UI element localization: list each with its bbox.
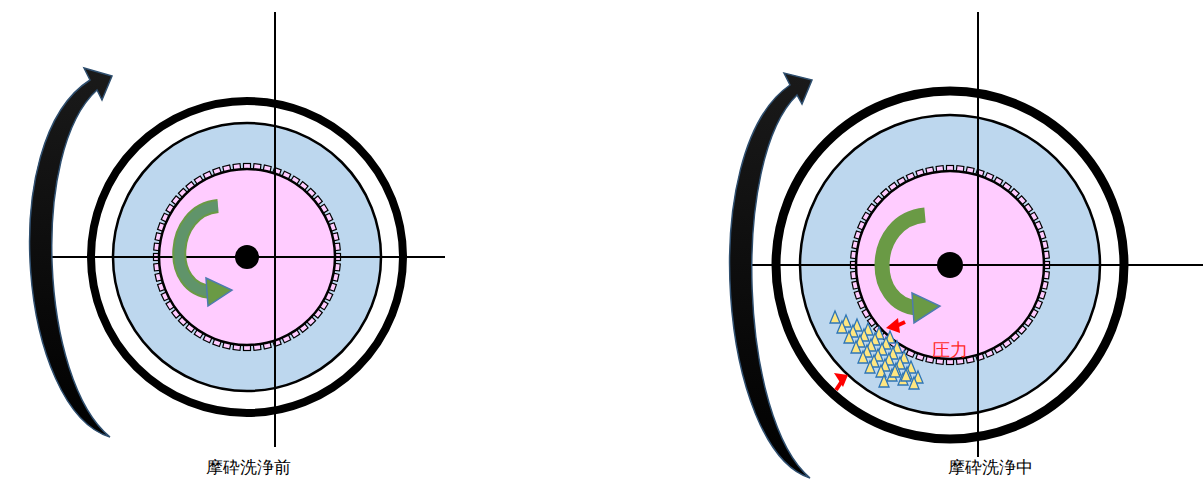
shaft xyxy=(235,245,259,269)
grain-particles xyxy=(830,311,923,389)
figure-caption: 摩砕洗浄前 xyxy=(204,457,293,477)
pressure-arrow-shaft xyxy=(892,322,905,328)
grain-particle xyxy=(844,331,854,343)
horizontal-axis xyxy=(745,264,1203,266)
pressure-arrow-shaft xyxy=(836,378,844,390)
grain-particle xyxy=(858,351,868,363)
drum-rotation-arrow xyxy=(730,73,812,478)
grain-particle xyxy=(837,321,847,333)
vertical-axis xyxy=(274,12,276,447)
roller-rotation-arrowhead xyxy=(206,278,232,306)
grain-particle xyxy=(890,365,900,377)
grain-particle xyxy=(879,375,889,387)
grain-particle xyxy=(865,361,875,373)
during-figure xyxy=(730,12,1203,478)
drum-rotation-arrow xyxy=(30,68,112,437)
pressure-label: 圧力 xyxy=(932,339,968,361)
figure-caption: 摩砕洗浄中 xyxy=(946,457,1035,477)
shaft xyxy=(937,252,963,278)
roller-rotation-arrow xyxy=(179,206,218,292)
grain-particle xyxy=(851,341,861,353)
roller-rotation-arrow-core xyxy=(179,206,218,292)
grain-particle xyxy=(830,311,840,323)
roller-rotation-arrowhead xyxy=(912,293,940,323)
grain-particle xyxy=(901,369,911,381)
before-figure xyxy=(30,12,445,447)
roller-rotation-arrow xyxy=(882,215,925,308)
vertical-axis xyxy=(977,12,979,477)
